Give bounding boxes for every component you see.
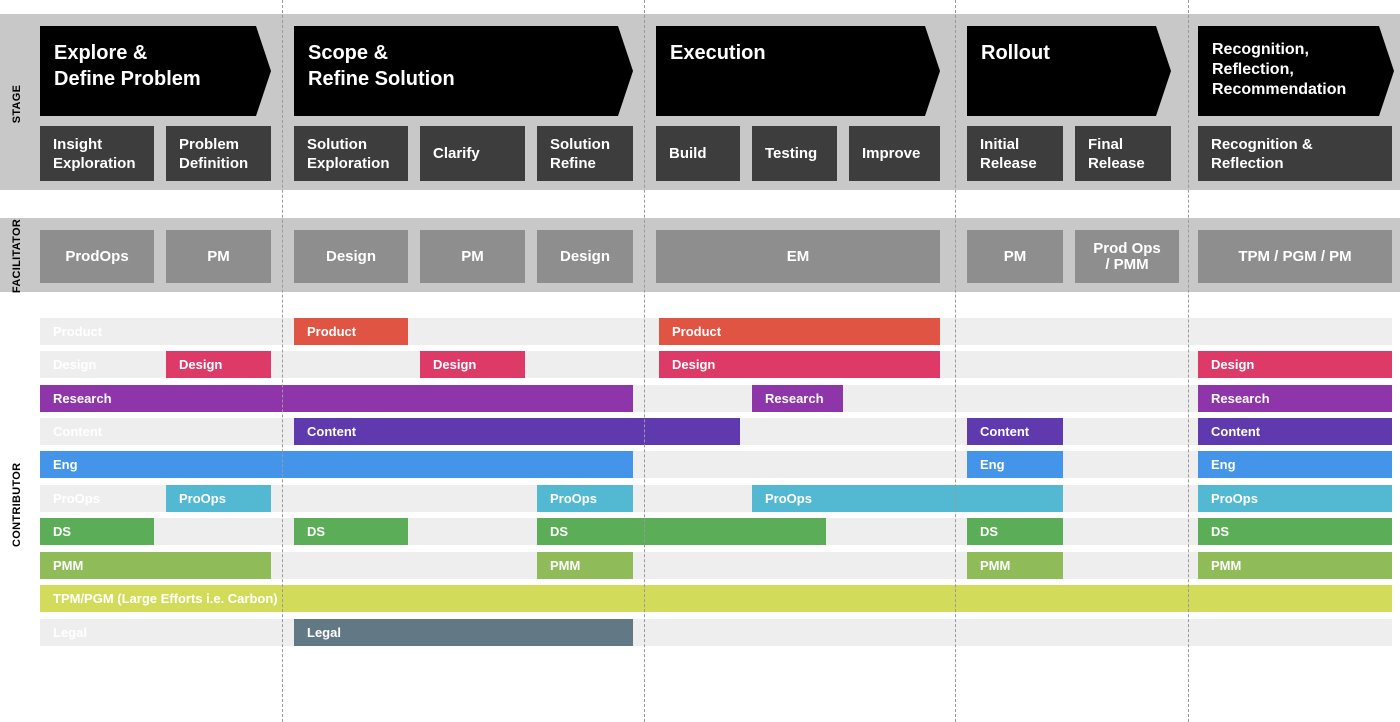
phase-divider bbox=[282, 0, 283, 722]
product-bar: Product bbox=[294, 318, 408, 345]
substage-insight-exploration: Insight Exploration bbox=[40, 126, 154, 181]
pmm-bar: PMM bbox=[1198, 552, 1392, 579]
ghost-label-proops: ProOps bbox=[53, 491, 100, 506]
eng-bar: Eng bbox=[1198, 451, 1392, 478]
research-bar: Research bbox=[40, 385, 633, 412]
stage-explore-define: Explore & Define Problem bbox=[40, 26, 271, 116]
design-bar: Design bbox=[659, 351, 940, 378]
facilitator-prodops-pmm: Prod Ops / PMM bbox=[1075, 230, 1179, 283]
ghost-label-content: Content bbox=[53, 424, 103, 439]
stage-label: Rollout bbox=[981, 42, 1050, 64]
substage-build: Build bbox=[656, 126, 740, 181]
proops-bar: ProOps bbox=[752, 485, 1063, 512]
stage-recognition: Recognition, Reflection, Recommendation bbox=[1198, 26, 1394, 116]
substage-solution-refine: Solution Refine bbox=[537, 126, 633, 181]
facilitator-pm: PM bbox=[420, 230, 525, 283]
facilitator-prodops: ProdOps bbox=[40, 230, 154, 283]
stage-execution: Execution bbox=[656, 26, 940, 116]
facilitator-design: Design bbox=[294, 230, 408, 283]
stage-rollout: Rollout bbox=[967, 26, 1171, 116]
design-bar: Design bbox=[1198, 351, 1392, 378]
stage-label: Recognition, Reflection, Recommendation bbox=[1212, 41, 1347, 98]
substage-testing: Testing bbox=[752, 126, 837, 181]
product-bar: Product bbox=[659, 318, 940, 345]
stage-label: Explore & Define Problem bbox=[54, 42, 201, 90]
facilitator-section-label: FACILITATOR bbox=[11, 218, 23, 294]
facilitator-design: Design bbox=[537, 230, 633, 283]
facilitator-pm: PM bbox=[166, 230, 271, 283]
research-bar: Research bbox=[752, 385, 843, 412]
contributor-row-legal bbox=[40, 619, 1392, 646]
facilitator-em: EM bbox=[656, 230, 940, 283]
ds-bar: DS bbox=[40, 518, 154, 545]
facilitator-tpm-pgm-pm: TPM / PGM / PM bbox=[1198, 230, 1392, 283]
facilitator-pm: PM bbox=[967, 230, 1063, 283]
substage-final-release: Final Release bbox=[1075, 126, 1171, 181]
ds-bar: DS bbox=[537, 518, 826, 545]
phase-divider bbox=[955, 0, 956, 722]
design-bar: Design bbox=[166, 351, 271, 378]
tpm-pgm-bar: TPM/PGM (Large Efforts i.e. Carbon) bbox=[40, 585, 1392, 612]
ghost-label-legal: Legal bbox=[53, 625, 87, 640]
substage-improve: Improve bbox=[849, 126, 940, 181]
content-bar: Content bbox=[967, 418, 1063, 445]
stage-label: Execution bbox=[670, 42, 766, 64]
ghost-label-design: Design bbox=[53, 357, 97, 372]
ds-bar: DS bbox=[967, 518, 1063, 545]
phase-divider bbox=[644, 0, 645, 722]
substage-problem-definition: Problem Definition bbox=[166, 126, 271, 181]
proops-bar: ProOps bbox=[537, 485, 633, 512]
phase-divider bbox=[1188, 0, 1189, 722]
proops-bar: ProOps bbox=[1198, 485, 1392, 512]
substage-initial-release: Initial Release bbox=[967, 126, 1063, 181]
stage-section-label: STAGE bbox=[11, 84, 23, 124]
pmm-bar: PMM bbox=[967, 552, 1063, 579]
substage-clarify: Clarify bbox=[420, 126, 525, 181]
substage-solution-exploration: Solution Exploration bbox=[294, 126, 408, 181]
stage-scope-refine: Scope & Refine Solution bbox=[294, 26, 633, 116]
pmm-bar: PMM bbox=[40, 552, 271, 579]
proops-bar: ProOps bbox=[166, 485, 271, 512]
research-bar: Research bbox=[1198, 385, 1392, 412]
content-bar: Content bbox=[1198, 418, 1392, 445]
ghost-label-product: Product bbox=[53, 324, 103, 339]
design-bar: Design bbox=[420, 351, 525, 378]
ds-bar: DS bbox=[294, 518, 408, 545]
contributor-section-label: CONTRIBUTOR bbox=[11, 462, 23, 547]
eng-bar: Eng bbox=[40, 451, 633, 478]
pmm-bar: PMM bbox=[537, 552, 633, 579]
substage-recognition-reflection: Recognition & Reflection bbox=[1198, 126, 1392, 181]
ds-bar: DS bbox=[1198, 518, 1392, 545]
stage-label: Scope & Refine Solution bbox=[308, 42, 455, 90]
eng-bar: Eng bbox=[967, 451, 1063, 478]
content-bar: Content bbox=[294, 418, 740, 445]
legal-bar: Legal bbox=[294, 619, 633, 646]
